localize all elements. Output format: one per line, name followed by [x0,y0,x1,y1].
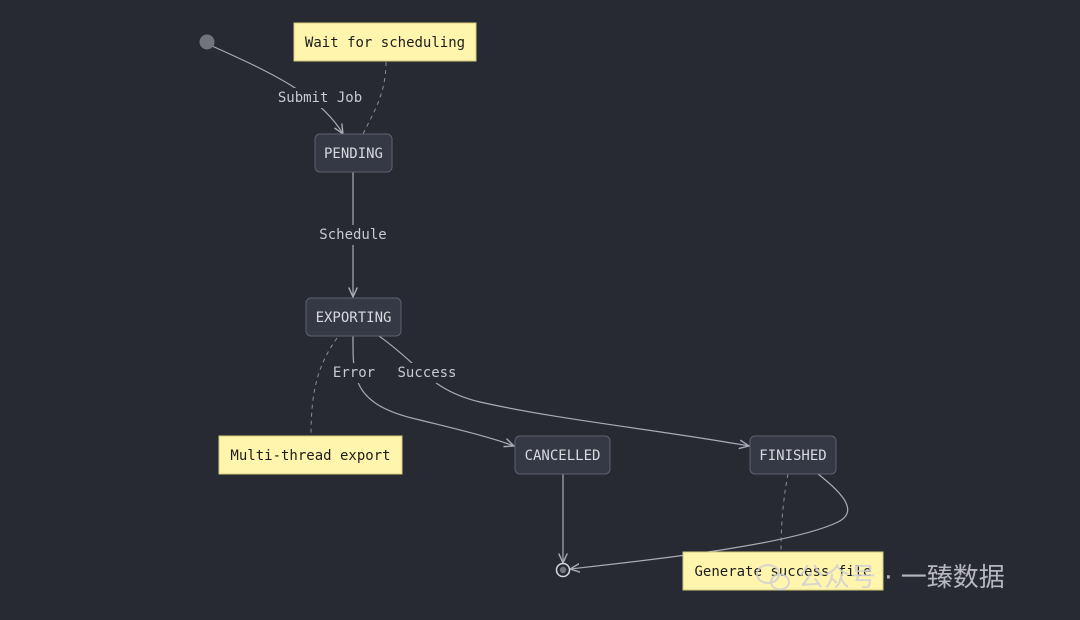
state-cancelled-label: CANCELLED [525,448,601,464]
edge-label-error: Error [329,363,379,383]
note-pending: Wait for scheduling [293,22,477,62]
svg-text:Error: Error [333,365,375,381]
svg-text:Success: Success [397,365,456,381]
svg-text:Wait for scheduling: Wait for scheduling [305,35,465,51]
watermark-text: 公众号 · 一臻数据 [798,563,1005,593]
state-exporting[interactable]: EXPORTING [305,297,402,337]
note-link-pending [362,61,387,135]
svg-text:Schedule: Schedule [319,227,386,243]
state-pending[interactable]: PENDING [314,133,393,173]
edge-exporting-to-finished [378,335,749,446]
state-cancelled[interactable]: CANCELLED [514,435,611,475]
wechat-icon [756,564,790,591]
note-link-exporting [310,337,338,437]
svg-text:Submit Job: Submit Job [278,90,362,106]
edge-start-to-pending [211,45,343,134]
edge-label-schedule: Schedule [315,225,391,245]
watermark: 公众号 · 一臻数据 [756,563,1005,593]
edge-label-submit: Submit Job [274,88,368,108]
state-finished-label: FINISHED [759,448,826,464]
state-finished[interactable]: FINISHED [749,435,837,475]
note-exporting: Multi-thread export [218,435,403,475]
start-state [199,34,215,50]
edge-exporting-to-cancelled [352,335,514,446]
svg-text:Multi-thread export: Multi-thread export [230,448,390,464]
svg-text:Generate success file: Generate success file [694,564,871,580]
end-state [555,562,571,578]
note-link-finished [780,473,789,553]
state-exporting-label: EXPORTING [316,310,392,326]
state-pending-label: PENDING [324,146,383,162]
edge-label-success: Success [394,363,460,383]
note-finished: Generate success file [682,551,884,591]
edge-finished-to-end [570,473,849,569]
